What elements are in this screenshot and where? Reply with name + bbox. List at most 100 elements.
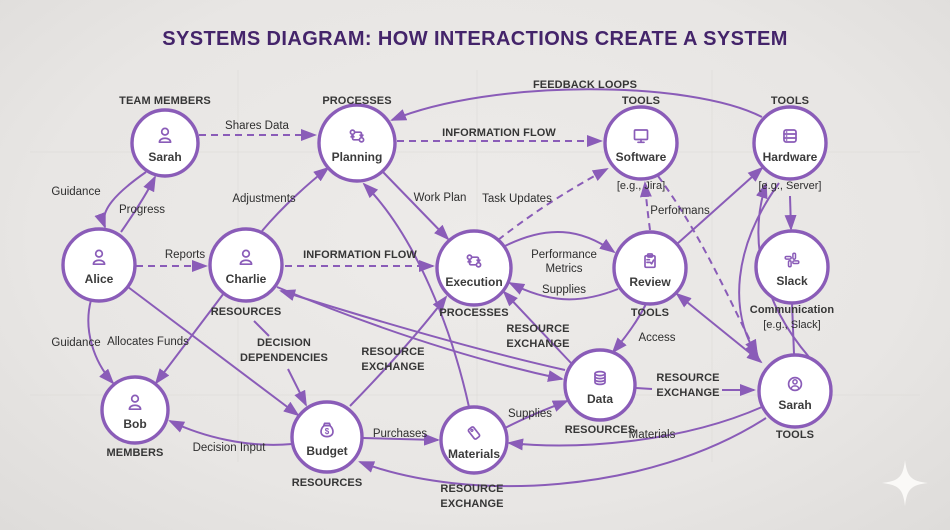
edge-label: Reports <box>165 249 206 261</box>
node-label-data: Data <box>587 392 613 406</box>
edge-review-sarah <box>675 292 763 364</box>
node-sublabel-slack: Communication <box>750 304 835 316</box>
edge-label: Access <box>638 332 675 344</box>
edge-label: EXCHANGE <box>361 361 424 373</box>
edge-label: Supplies <box>508 408 552 420</box>
edge-data-sarah-a <box>635 387 653 390</box>
node-category-planning: PROCESSES <box>322 95 391 107</box>
svg-text:$: $ <box>325 427 330 436</box>
person-icon <box>158 127 172 144</box>
node-category-sarah-top: TEAM MEMBERS <box>119 95 211 107</box>
edge-label: Purchases <box>373 428 428 440</box>
node-label-slack: Slack <box>776 274 808 288</box>
edge-performans <box>639 181 652 231</box>
edge-hardware-slack <box>784 195 797 231</box>
person-icon <box>239 249 253 266</box>
node-label-alice: Alice <box>85 272 114 286</box>
edge-supplies-review <box>508 282 619 301</box>
edge-task-updates <box>497 168 609 241</box>
process-icon <box>349 129 365 143</box>
edge-label: INFORMATION FLOW <box>442 127 556 139</box>
edge-work-plan <box>382 171 450 241</box>
edge-label: EXCHANGE <box>506 338 569 350</box>
monitor-icon <box>633 129 649 144</box>
node-category-charlie: RESOURCES <box>211 306 282 318</box>
edge-label: RESOURCE <box>361 346 424 358</box>
edge-slack-sarah <box>791 302 795 355</box>
node-sublabel-software: [e.g., Jira] <box>617 180 665 192</box>
node-label-charlie: Charlie <box>226 272 267 286</box>
node-category-software: TOOLS <box>622 95 660 107</box>
node-label-budget: Budget <box>306 444 347 458</box>
node-sublabel-slack: [e.g., Slack] <box>763 319 820 331</box>
edge-resources-leader <box>253 320 270 337</box>
edge-label: DEPENDENCIES <box>240 352 328 364</box>
edge-label: Allocates Funds <box>107 336 189 348</box>
edge-decision-dep <box>287 368 307 407</box>
node-category-budget: RESOURCES <box>292 477 363 489</box>
edge-materials-planning <box>362 182 470 408</box>
edge-data-execution <box>502 290 572 364</box>
edge-guidance-bob <box>87 299 115 385</box>
edge-guidance-top <box>94 171 147 229</box>
node-circle-hardware <box>752 105 828 181</box>
decorations-layer <box>882 460 928 506</box>
edge-review-hardware <box>676 166 764 245</box>
server-icon <box>783 129 797 143</box>
edge-label: Shares Data <box>225 120 290 132</box>
node-label-execution: Execution <box>445 275 502 289</box>
node-category-sarah-bottom: TOOLS <box>776 429 814 441</box>
slack-icon <box>784 252 800 268</box>
avatar-icon <box>787 376 803 392</box>
edge-progress <box>120 175 156 233</box>
edge-label: DECISION <box>257 337 311 349</box>
moneybag-icon: $ <box>320 422 334 438</box>
edge-label: RESOURCE <box>506 323 569 335</box>
edge-label: Task Updates <box>482 193 552 205</box>
node-alice: Alice <box>61 227 137 303</box>
tag-icon <box>467 426 481 440</box>
sparkle-icon <box>882 460 928 506</box>
page-title: SYSTEMS DIAGRAM: HOW INTERACTIONS CREATE… <box>162 28 788 50</box>
edge-supplies-data <box>504 400 569 429</box>
node-category-execution: PROCESSES <box>439 307 508 319</box>
edge-label: Guidance <box>51 186 100 198</box>
edge-label: Metrics <box>545 263 582 275</box>
edge-label: Performans <box>650 205 710 217</box>
edges-layer <box>87 88 810 488</box>
edge-purchases <box>362 433 440 446</box>
edge-data-charlie <box>279 289 566 371</box>
edge-label: Adjustments <box>232 193 296 205</box>
clipboard-icon <box>644 253 656 269</box>
edge-label: EXCHANGE <box>440 498 503 510</box>
edge-budget-execution <box>349 295 448 407</box>
node-circle-execution <box>435 229 513 307</box>
node-materials: Materials <box>439 405 509 475</box>
edge-charlie-bob <box>154 292 225 385</box>
edge-label: Progress <box>119 204 165 216</box>
edge-label: RESOURCE <box>656 372 719 384</box>
edge-label: Supplies <box>542 284 586 296</box>
edge-label: Guidance <box>51 337 100 349</box>
node-circle-planning <box>317 103 397 183</box>
edge-allocates-funds <box>127 286 300 417</box>
node-category-hardware: TOOLS <box>771 95 809 107</box>
edge-performance-metrics <box>504 231 616 254</box>
node-category-bob: MEMBERS <box>107 447 164 459</box>
edge-label: INFORMATION FLOW <box>303 249 417 261</box>
node-label-review: Review <box>629 275 671 289</box>
edge-label: RESOURCE <box>440 483 503 495</box>
edge-decision-input <box>168 420 293 446</box>
